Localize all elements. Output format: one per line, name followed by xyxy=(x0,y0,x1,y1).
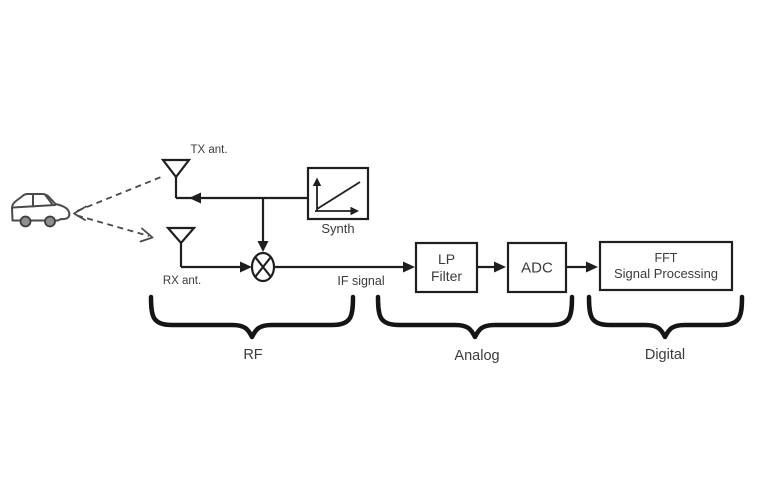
lp-to-adc-connector xyxy=(477,261,506,273)
analog-brace-icon xyxy=(375,294,575,340)
digital-brace-icon xyxy=(586,294,745,340)
fft-label-line1: FFT xyxy=(655,251,678,265)
tx-antenna-triangle xyxy=(160,158,192,179)
tx-beam-dashed-line xyxy=(76,176,162,212)
car-front-wheel xyxy=(44,215,56,228)
mixer-x-glyph xyxy=(254,256,272,278)
rx-beam-arrowhead-icon xyxy=(139,227,154,243)
digital-section: Digital xyxy=(586,294,745,363)
tx-beam-arrowhead-icon xyxy=(73,205,87,221)
tx-antenna-icon xyxy=(160,158,192,198)
rf-brace-icon xyxy=(148,294,356,340)
chirp-y-arrowhead-icon xyxy=(312,177,322,186)
digital-section-label: Digital xyxy=(645,347,685,363)
tx-feed-arrowhead-icon xyxy=(189,192,201,204)
chirp-x-arrowhead-icon xyxy=(350,206,359,216)
if-signal-label: IF signal xyxy=(337,274,384,288)
car-windshield-pillar xyxy=(44,193,54,206)
analog-section: Analog xyxy=(375,294,575,364)
lp-adc-arrowhead-icon xyxy=(494,261,506,273)
rx-to-mixer-connector xyxy=(181,261,252,273)
adc-fft-arrowhead-icon xyxy=(586,261,598,273)
fft-box xyxy=(598,240,734,292)
fft-block: FFT Signal Processing xyxy=(598,240,734,292)
analog-section-label: Analog xyxy=(454,348,499,364)
car-rear-wheel xyxy=(19,215,32,228)
mixer-icon xyxy=(250,251,276,283)
if-arrowhead-icon xyxy=(403,261,415,273)
chirp-ramp-line xyxy=(316,181,361,210)
adc-to-fft-connector xyxy=(566,261,598,273)
rx-antenna-icon xyxy=(165,226,197,267)
rf-section-label: RF xyxy=(243,347,262,363)
chirp-ramp-icon xyxy=(312,177,361,216)
adc-block: ADC xyxy=(506,241,568,294)
rx-arrowhead-icon xyxy=(240,261,252,273)
radar-beams xyxy=(73,176,162,243)
rx-antenna-label: RX ant. xyxy=(163,275,201,287)
rx-beam-dashed-line xyxy=(76,214,150,237)
car-body xyxy=(11,193,71,222)
lp-filter-label-line2: Filter xyxy=(431,268,462,284)
synth-label: Synth xyxy=(321,221,354,236)
synth-block xyxy=(306,166,370,221)
mixer-to-lp-connector xyxy=(274,261,415,273)
fft-label-line2: Signal Processing xyxy=(614,266,718,281)
adc-label: ADC xyxy=(521,260,553,277)
car-icon xyxy=(11,193,71,228)
synth-to-tx-connector xyxy=(176,192,307,252)
lp-filter-label-line1: LP xyxy=(438,251,455,267)
tx-antenna-label: TX ant. xyxy=(190,144,227,156)
rf-section: RF xyxy=(148,294,356,363)
rx-antenna-triangle xyxy=(165,226,197,245)
lp-filter-block: LP Filter xyxy=(414,241,479,294)
lo-branch-arrowhead-icon xyxy=(257,241,269,252)
